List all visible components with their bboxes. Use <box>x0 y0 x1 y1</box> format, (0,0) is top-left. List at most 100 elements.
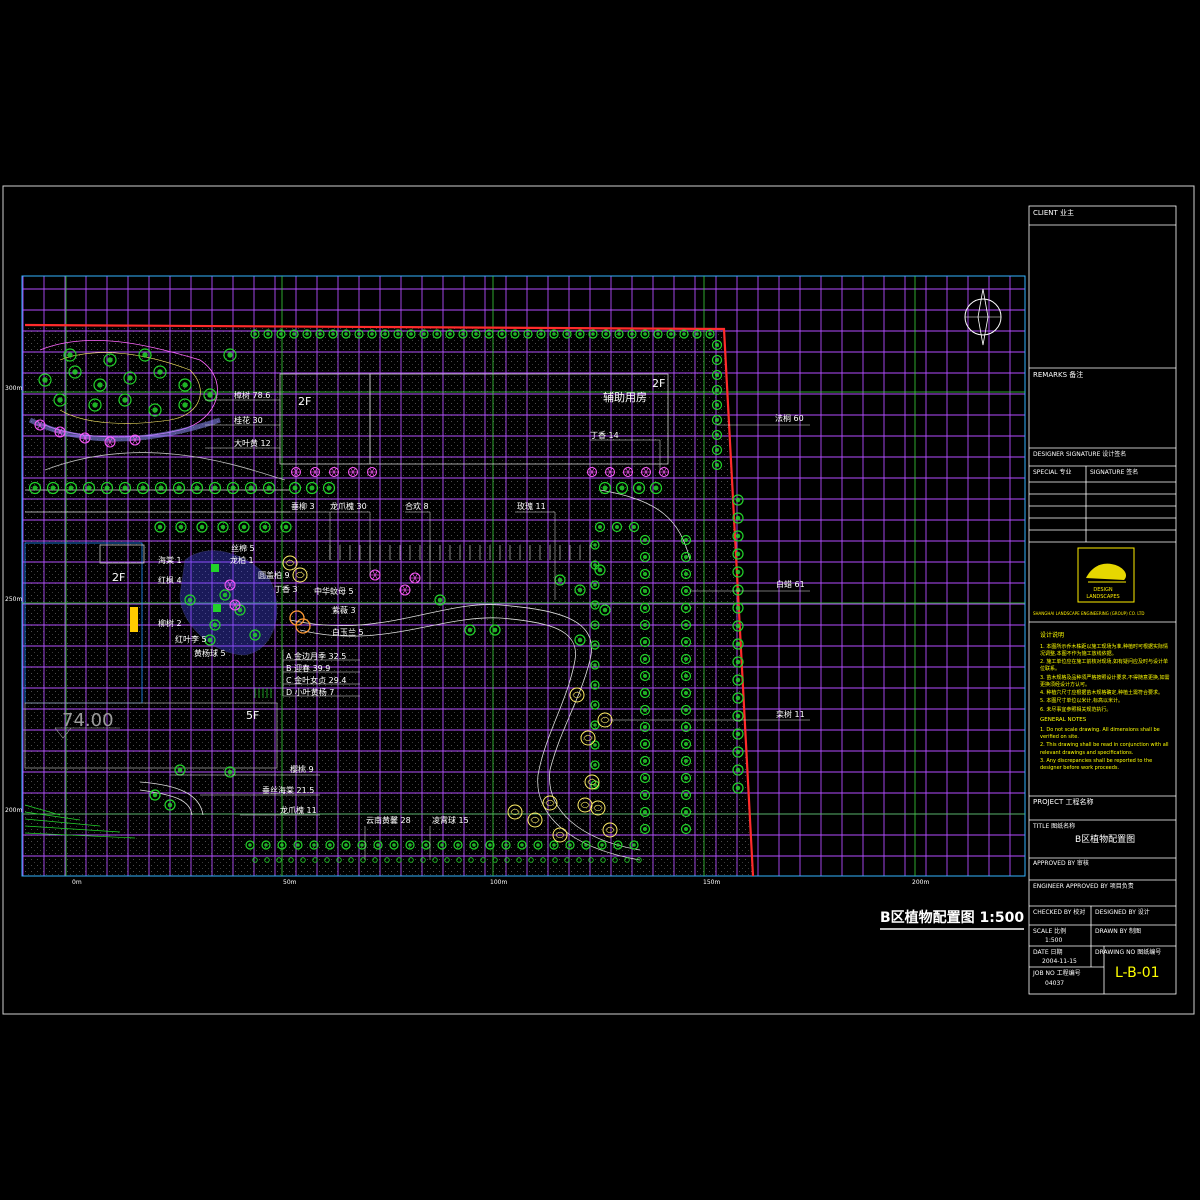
feature-block <box>130 607 138 632</box>
flowering-shrub-symbol <box>605 467 615 477</box>
tb-company: SHANGHAI LANDSCAPE ENGINEERING (GROUP) C… <box>1033 611 1145 616</box>
scale-tick: 100m <box>490 879 508 886</box>
tree-symbol <box>732 674 744 686</box>
tree-symbol <box>288 481 302 495</box>
plant-label: A 金边月季 32.5 <box>286 652 347 661</box>
tree-symbol <box>226 481 240 495</box>
plant-label: 丁香 14 <box>590 431 619 440</box>
tree-symbol <box>590 660 600 670</box>
tree-symbol <box>100 481 114 495</box>
building-wing <box>99 544 145 564</box>
tree-symbol <box>357 840 367 850</box>
tree-symbol <box>615 481 629 495</box>
shrub-symbol <box>432 857 438 863</box>
tree-symbol <box>639 823 651 835</box>
tree-symbol <box>175 521 187 533</box>
flowering-shrub-symbol <box>34 419 46 431</box>
accent-tree-symbol <box>295 618 311 634</box>
general-note: 2. This drawing shall be read in conjunc… <box>1040 742 1169 756</box>
building-outlines <box>24 373 669 769</box>
shrub-symbol <box>288 857 294 863</box>
tb-sig-head: SPECIAL 专业 <box>1033 469 1072 476</box>
tree-symbol <box>250 329 260 339</box>
tb-approved: APPROVED BY 审核 <box>1033 860 1089 867</box>
tree-symbol <box>639 755 651 767</box>
ornamental-tree-symbol <box>584 774 600 790</box>
tree-symbol <box>680 687 692 699</box>
tree-symbol <box>138 348 152 362</box>
tb-scale-value: 1:500 <box>1045 937 1063 944</box>
tree-symbol <box>680 755 692 767</box>
tree-symbol <box>517 840 527 850</box>
shrub-symbol <box>324 857 330 863</box>
ornamental-tree-symbol <box>580 730 596 746</box>
tree-symbol <box>732 692 744 704</box>
tree-symbol <box>562 329 572 339</box>
shrub-symbol <box>480 857 486 863</box>
shrub-symbol <box>444 857 450 863</box>
flowering-shrub-symbol <box>104 436 116 448</box>
tree-symbol <box>680 789 692 801</box>
shrub-symbol <box>264 857 270 863</box>
shrub-symbol <box>612 857 618 863</box>
tree-symbol <box>315 329 325 339</box>
tree-symbol <box>367 329 377 339</box>
tree-symbol <box>103 353 117 367</box>
tree-symbol <box>590 600 600 610</box>
tree-symbol <box>219 589 231 601</box>
tree-symbol <box>485 840 495 850</box>
shrub-symbol <box>384 857 390 863</box>
flowering-shrub-symbol <box>310 467 320 477</box>
tree-symbol <box>293 840 303 850</box>
tree-symbol <box>93 378 107 392</box>
tree-symbol <box>510 329 520 339</box>
flowering-shrub-symbol <box>348 467 358 477</box>
tree-symbol <box>322 481 336 495</box>
tree-symbol <box>178 378 192 392</box>
tree-symbol <box>639 602 651 614</box>
tree-symbol <box>533 840 543 850</box>
plant-label: B 迎春 39.9 <box>286 664 331 673</box>
tree-symbol <box>711 369 723 381</box>
tree-symbol <box>680 704 692 716</box>
tree-symbol <box>680 602 692 614</box>
shrub-symbol <box>540 857 546 863</box>
tree-symbol <box>732 602 744 614</box>
tree-symbol <box>223 348 237 362</box>
flowering-shrub-symbol <box>659 467 669 477</box>
plant-label: 玫瑰 11 <box>517 502 546 511</box>
tree-symbol <box>309 840 319 850</box>
tree-symbol <box>594 521 606 533</box>
tree-symbol <box>590 760 600 770</box>
tree-symbol <box>640 329 650 339</box>
tree-symbol <box>613 840 623 850</box>
design-notes: 设计说明 1. 本图所示乔木株距以施工现场为准,种植时可根据实际情况调整,本图不… <box>1040 632 1170 773</box>
site-boundary <box>24 323 755 877</box>
tree-symbol <box>680 721 692 733</box>
shrub-symbol <box>552 857 558 863</box>
shrub-symbol <box>420 857 426 863</box>
shrub-symbol <box>456 857 462 863</box>
tree-symbol <box>184 594 196 606</box>
tree-symbol <box>639 619 651 631</box>
general-notes-heading: GENERAL NOTES <box>1040 716 1087 723</box>
tree-symbol <box>354 329 364 339</box>
tree-symbol <box>178 398 192 412</box>
plant-label: 大叶黄 12 <box>234 439 271 448</box>
tree-symbol <box>406 329 416 339</box>
steps <box>254 688 272 698</box>
plant-label: 紫薇 3 <box>332 606 356 615</box>
tree-symbol <box>588 329 598 339</box>
tb-checked: CHECKED BY 校对 <box>1033 909 1086 916</box>
plant-label: 白玉兰 5 <box>332 628 364 637</box>
tree-symbol <box>389 840 399 850</box>
terrain-contours <box>28 340 278 656</box>
plant-label: 垂柳 3 <box>291 502 315 511</box>
flowering-shrub-symbol <box>409 572 421 584</box>
tree-symbol <box>325 840 335 850</box>
scale-tick: 200m <box>912 879 930 886</box>
shrub-symbol <box>528 857 534 863</box>
tree-symbol <box>574 634 586 646</box>
tree-symbol <box>341 840 351 850</box>
